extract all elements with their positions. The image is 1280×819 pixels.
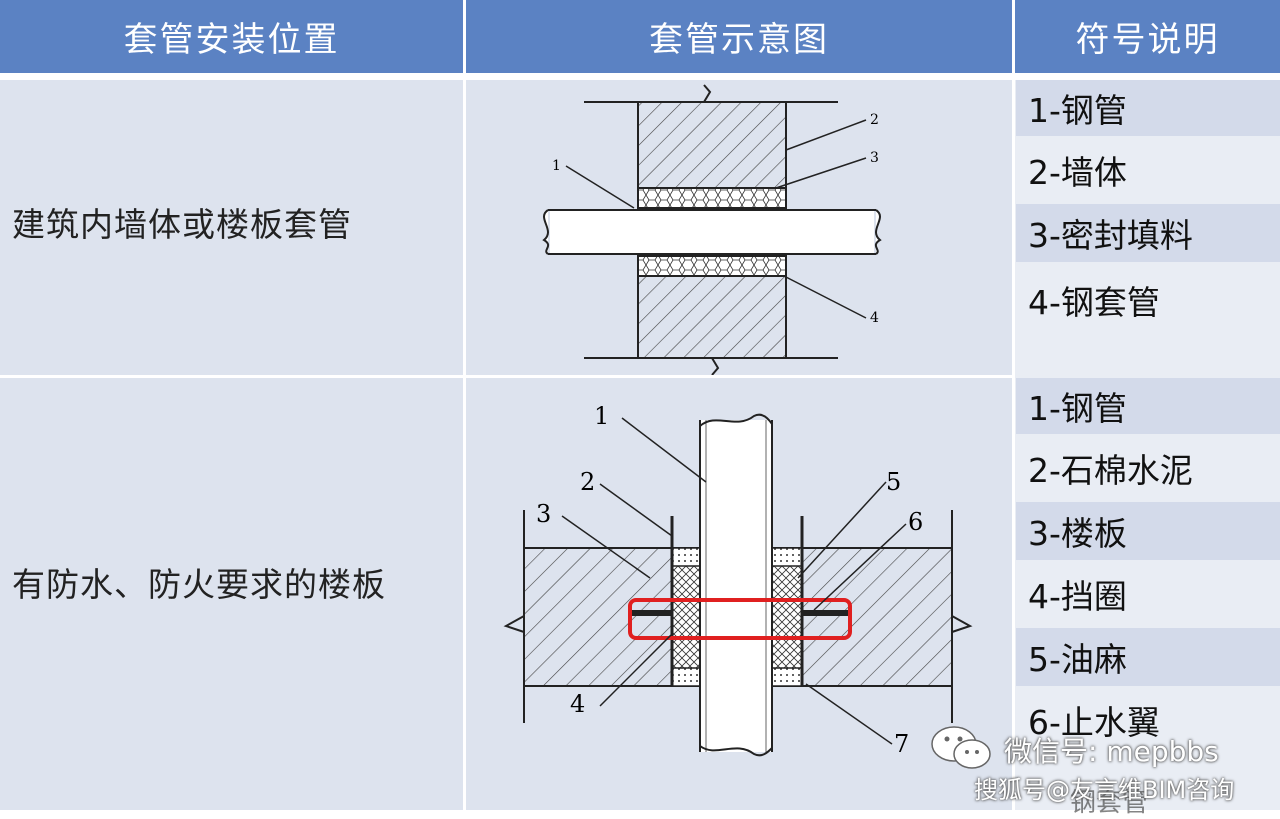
row2-legend-3: 3-楼板 bbox=[1016, 502, 1280, 560]
wall-sleeve-diagram: 1 2 3 4 bbox=[542, 84, 882, 375]
wall-upper bbox=[637, 101, 787, 189]
row2-legend-6: 6-止水翼 bbox=[1016, 690, 1280, 750]
water-stop-highlight bbox=[628, 598, 852, 640]
floor-label-6: 6 bbox=[908, 508, 923, 536]
packing-left bbox=[671, 547, 701, 687]
floor-label-3: 3 bbox=[536, 500, 551, 528]
row1-location: 建筑内墙体或楼板套管 bbox=[12, 205, 352, 244]
row2-legend-1: 1-钢管 bbox=[1016, 378, 1280, 434]
row2-legend-2: 2-石棉水泥 bbox=[1016, 438, 1280, 498]
sohu-watermark: 搜狐号@友言维BIM咨询 bbox=[974, 776, 1235, 804]
row1-legend-4: 4-钢套管 bbox=[1016, 266, 1280, 328]
wall-lower bbox=[637, 275, 787, 359]
header-diagram: 套管示意图 bbox=[466, 0, 1012, 73]
wall-label-3: 3 bbox=[870, 150, 879, 166]
row1-location-cell: 建筑内墙体或楼板套管 bbox=[0, 80, 463, 375]
slab-left bbox=[523, 547, 673, 687]
floor-label-1: 1 bbox=[594, 402, 609, 430]
packing-right bbox=[771, 547, 803, 687]
wechat-watermark: 微信号: mepbbs bbox=[1004, 735, 1219, 768]
floor-label-5: 5 bbox=[886, 468, 901, 496]
steel-pipe-vertical bbox=[700, 420, 772, 752]
packing-upper bbox=[637, 187, 787, 209]
packing-lower bbox=[637, 255, 787, 277]
wall-label-4: 4 bbox=[870, 310, 879, 326]
wall-label-1: 1 bbox=[552, 158, 561, 174]
row1-legend-3: 3-密封填料 bbox=[1016, 204, 1280, 262]
row1-legend-2: 2-墙体 bbox=[1016, 140, 1280, 200]
row1-legend-1: 1-钢管 bbox=[1016, 80, 1280, 136]
slab-right bbox=[801, 547, 953, 687]
header-location: 套管安装位置 bbox=[0, 0, 463, 73]
wall-label-2: 2 bbox=[870, 112, 879, 128]
floor-label-4: 4 bbox=[570, 690, 585, 718]
header-legend: 符号说明 bbox=[1015, 0, 1280, 73]
row2-location: 有防水、防火要求的楼板 bbox=[12, 565, 386, 604]
row2-location-cell: 有防水、防火要求的楼板 bbox=[0, 378, 463, 810]
row2-legend-5: 5-油麻 bbox=[1016, 628, 1280, 686]
floor-sleeve-diagram: 1 2 3 4 5 6 7 bbox=[503, 402, 973, 758]
floor-label-2: 2 bbox=[580, 468, 595, 496]
row2-legend-4: 4-挡圈 bbox=[1016, 564, 1280, 624]
wechat-icon bbox=[931, 726, 991, 769]
floor-label-7: 7 bbox=[894, 730, 909, 758]
